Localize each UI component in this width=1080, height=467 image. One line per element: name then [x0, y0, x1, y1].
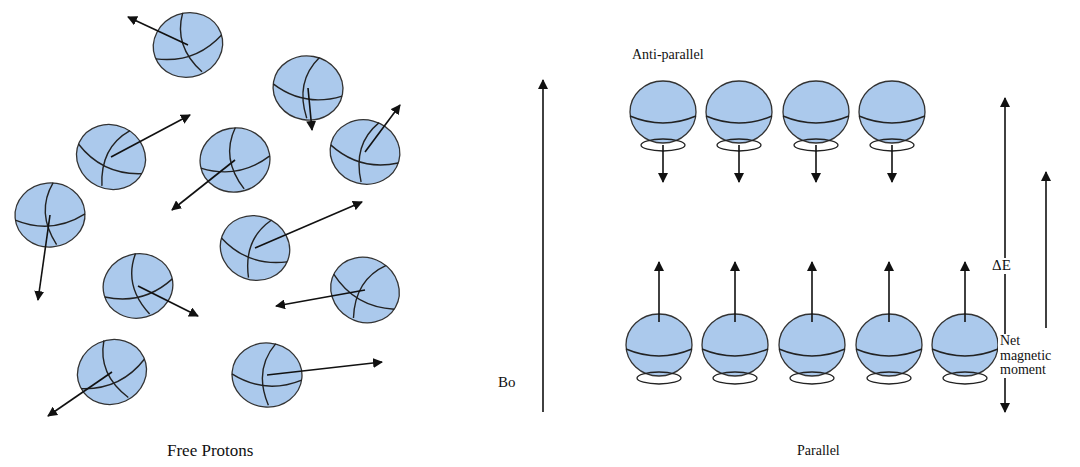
- section-label: Free Protons: [165, 442, 255, 460]
- field-arrows: [543, 80, 1046, 412]
- net-moment-arrow: [1045, 172, 1047, 328]
- b0-arrow: [542, 80, 544, 412]
- field-label: Bo: [496, 375, 518, 391]
- parallel-protons: [626, 262, 998, 384]
- anti-parallel-protons: [630, 81, 925, 182]
- moment-label: Net magnetic moment: [998, 334, 1076, 378]
- section-label: Anti-parallel: [630, 48, 706, 63]
- energy-gap-label: ΔE: [990, 258, 1013, 274]
- section-label: Parallel: [795, 444, 842, 459]
- free-protons: [12, 3, 411, 416]
